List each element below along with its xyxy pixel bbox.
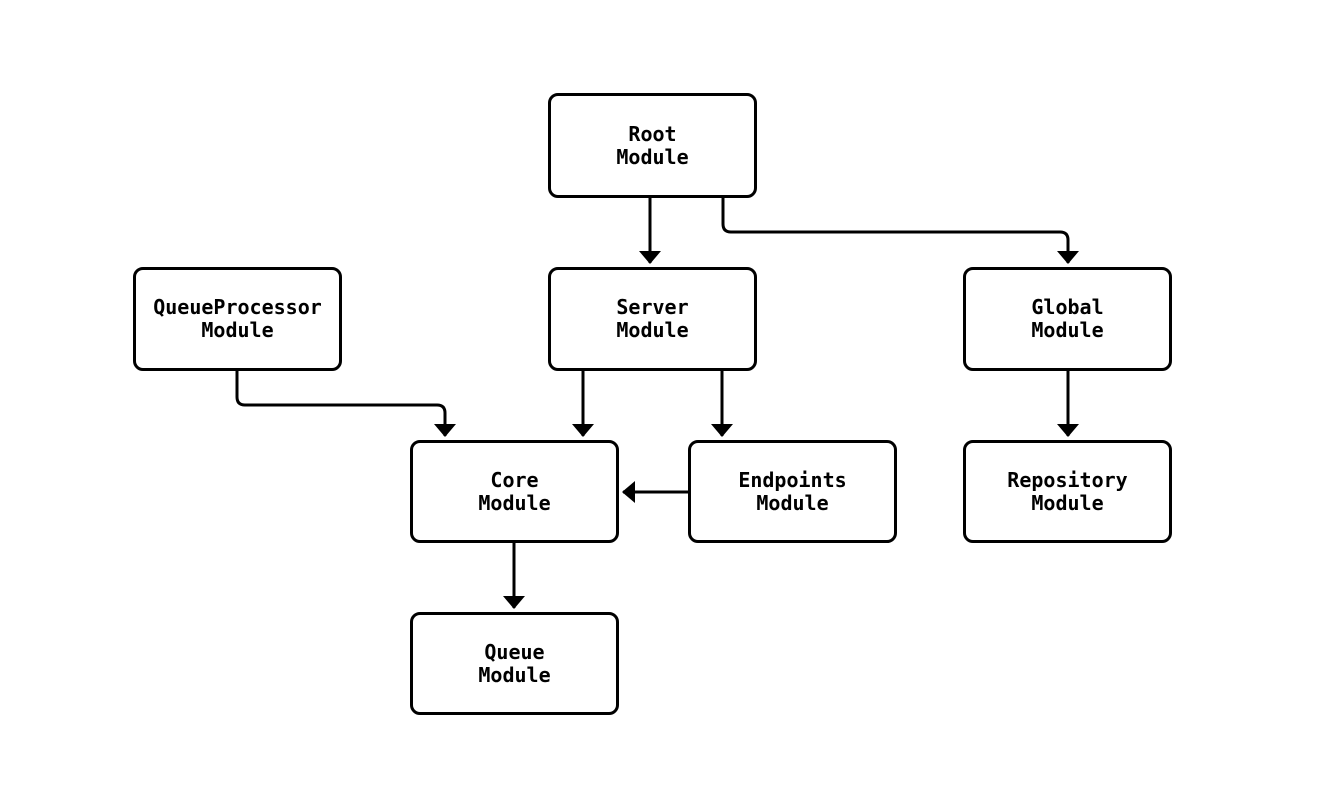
node-root-module-label: Root Module <box>616 121 689 169</box>
node-queueprocessor-module: QueueProcessor Module <box>133 267 342 371</box>
node-server-module: Server Module <box>548 267 757 371</box>
edge-root-global <box>721 198 1079 264</box>
node-queue-module-label: Queue Module <box>478 639 551 687</box>
node-endpoints-module: Endpoints Module <box>688 440 897 543</box>
node-global-module-label: Global Module <box>1031 295 1104 342</box>
node-global-module: Global Module <box>963 267 1172 371</box>
node-repository-module: Repository Module <box>963 440 1172 543</box>
node-queueprocessor-module-label: QueueProcessor Module <box>153 295 322 342</box>
node-server-module-label: Server Module <box>616 295 689 342</box>
node-core-module: Core Module <box>410 440 619 543</box>
edge-queueprocessor-core <box>235 371 456 437</box>
node-endpoints-module-label: Endpoints Module <box>738 467 847 515</box>
node-core-module-label: Core Module <box>478 467 551 515</box>
node-repository-module-label: Repository Module <box>1007 467 1128 515</box>
node-root-module: Root Module <box>548 93 757 198</box>
node-queue-module: Queue Module <box>410 612 619 715</box>
